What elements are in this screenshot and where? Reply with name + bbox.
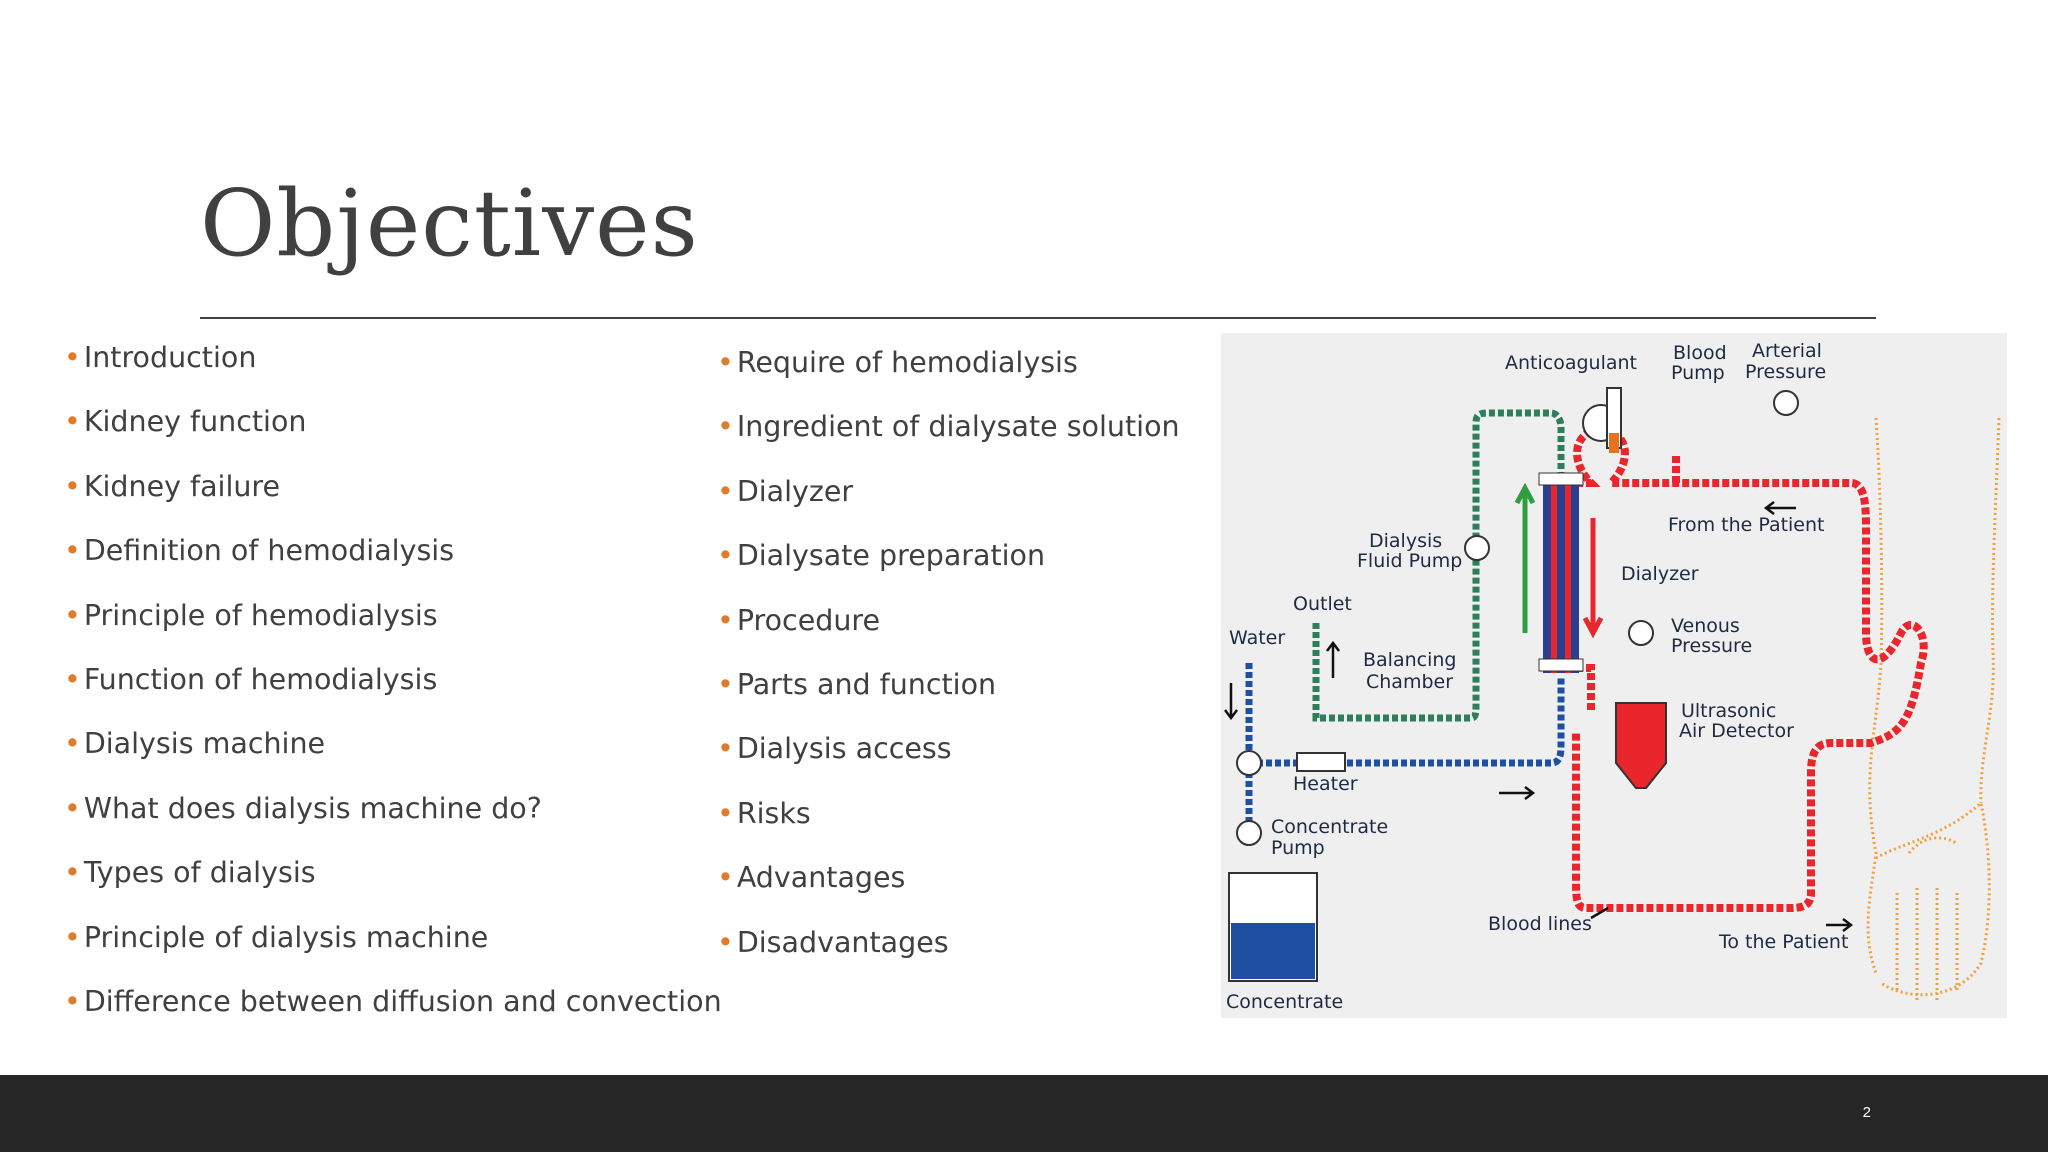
list-item: •Principle of dialysis machine [64,920,489,954]
bullet-icon: • [64,598,81,632]
label-to-patient: To the Patient [1718,931,1848,953]
title-divider [200,317,1876,319]
flow-arrows [1224,501,1854,932]
label-outlet: Outlet [1293,593,1352,615]
bullet-icon: • [64,405,81,439]
syringe-icon [1606,387,1622,453]
label-concentrate-pump-1: Concentrate [1271,816,1388,838]
list-item: •Kidney failure [64,469,281,503]
dialyzer-icon [1514,472,1604,673]
label-venous-2: Pressure [1671,635,1752,657]
label-balancing-1: Balancing [1363,649,1456,671]
label-dialysis-fluid-1: Dialysis [1369,530,1442,552]
label-arterial-2: Pressure [1745,361,1826,383]
list-item: •Disadvantages [717,925,949,959]
bullet-icon: • [717,667,734,701]
list-item: •What does dialysis machine do? [64,791,542,825]
patient-arm-icon [1866,417,2001,1001]
bullet-icon: • [717,603,734,637]
list-item: •Types of dialysis [64,856,316,890]
bullet-icon: • [717,410,734,444]
footer-bar: 2 [0,1075,2048,1152]
label-concentrate: Concentrate [1226,991,1343,1013]
slide-title: Objectives [200,170,699,277]
bullet-icon: • [717,861,734,895]
bullet-icon: • [717,539,734,573]
label-ultrasonic-2: Air Detector [1679,720,1794,742]
hemodialysis-diagram-svg: Anticoagulant Blood Pump Arterial Pressu… [1224,340,2001,1013]
bullet-icon: • [64,662,81,696]
label-dialyzer: Dialyzer [1621,563,1699,585]
bullet-icon: • [64,920,81,954]
list-item: •Require of hemodialysis [717,346,1078,379]
bullet-icon: • [717,925,734,959]
label-heater: Heater [1293,773,1358,795]
heater-icon [1296,752,1346,772]
list-item: •Definition of hemodialysis [64,534,455,568]
label-balancing-2: Chamber [1366,671,1453,693]
air-detector-icon [1615,702,1667,789]
label-from-patient: From the Patient [1668,514,1825,536]
list-item: •Dialyzer [717,474,854,508]
bullet-icon: • [64,984,81,1018]
list-item: •Function of hemodialysis [64,662,438,696]
list-item: •Advantages [717,861,906,895]
slide-number: 2 [1862,1104,1871,1121]
list-item: •Kidney function [64,405,307,439]
bullet-icon: • [64,341,81,374]
bullet-icon: • [64,791,81,825]
label-blood-pump-1: Blood [1673,342,1727,364]
objectives-list-right: •Require of hemodialysis •Ingredient of … [717,345,1180,989]
bullet-icon: • [717,474,734,508]
list-item: •Dialysis access [717,732,952,766]
label-venous-1: Venous [1671,615,1740,637]
label-concentrate-pump-2: Pump [1271,837,1325,859]
label-arterial-1: Arterial [1752,340,1822,362]
hemodialysis-diagram: Anticoagulant Blood Pump Arterial Pressu… [1221,333,2007,1018]
list-item: •Introduction [64,341,257,374]
list-item: •Dialysate preparation [717,539,1046,573]
bullet-icon: • [64,856,81,890]
dialysate-out-line [1312,409,1565,722]
bullet-icon: • [717,732,734,766]
list-item: •Procedure [717,603,881,637]
label-blood-lines: Blood lines [1488,913,1592,935]
bullet-icon: • [717,346,734,379]
diagram-labels: Anticoagulant Blood Pump Arterial Pressu… [1226,340,1848,1013]
bullet-icon: • [64,727,81,761]
bullet-icon: • [64,469,81,503]
list-item: •Difference between diffusion and convec… [64,984,722,1018]
label-blood-pump-2: Pump [1671,362,1725,384]
list-item: •Risks [717,796,811,830]
blood-lines [1546,423,1928,912]
list-item: •Principle of hemodialysis [64,598,438,632]
list-item: •Dialysis machine [64,727,326,761]
list-item: •Ingredient of dialysate solution [717,410,1180,444]
bullet-icon: • [717,796,734,830]
concentrate-container-icon [1228,872,1318,982]
list-item: •Parts and function [717,667,997,701]
label-water: Water [1229,627,1285,649]
objectives-list-left: •Introduction •Kidney function •Kidney f… [64,340,722,1048]
label-dialysis-fluid-2: Fluid Pump [1357,550,1462,572]
bullet-icon: • [64,534,81,568]
label-anticoagulant: Anticoagulant [1505,352,1637,374]
label-ultrasonic-1: Ultrasonic [1681,700,1776,722]
